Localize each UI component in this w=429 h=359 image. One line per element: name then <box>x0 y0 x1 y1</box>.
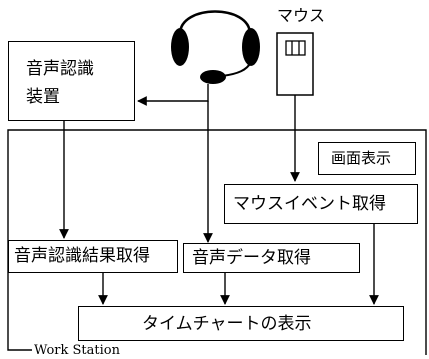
speech-result-label: 音声認識結果取得 <box>14 246 150 266</box>
workstation-frame <box>7 129 427 355</box>
timechart-box: タイムチャートの表示 <box>78 306 404 341</box>
speech-recognizer-line1: 音声認識 <box>26 59 94 79</box>
arrow-headset-to-recognizer <box>137 84 209 106</box>
speech-result-box: 音声認識結果取得 <box>8 240 178 273</box>
mouse-icon <box>276 32 314 96</box>
screen-display-label: 画面表示 <box>331 149 392 167</box>
workstation-label: Work Station <box>34 343 120 358</box>
mouse-event-label: マウスイベント取得 <box>233 194 386 214</box>
audio-data-label: 音声データ取得 <box>192 248 311 268</box>
screen-display-box: 画面表示 <box>318 142 416 175</box>
speech-recognizer-box: 音声認識 装置 <box>8 41 135 121</box>
speech-recognizer-line2: 装置 <box>26 87 60 107</box>
mouse-label: マウス <box>277 6 326 25</box>
timechart-label: タイムチャートの表示 <box>142 314 312 334</box>
mouse-event-box: マウスイベント取得 <box>224 184 418 224</box>
audio-data-box: 音声データ取得 <box>183 243 360 273</box>
headset-icon <box>171 10 260 84</box>
